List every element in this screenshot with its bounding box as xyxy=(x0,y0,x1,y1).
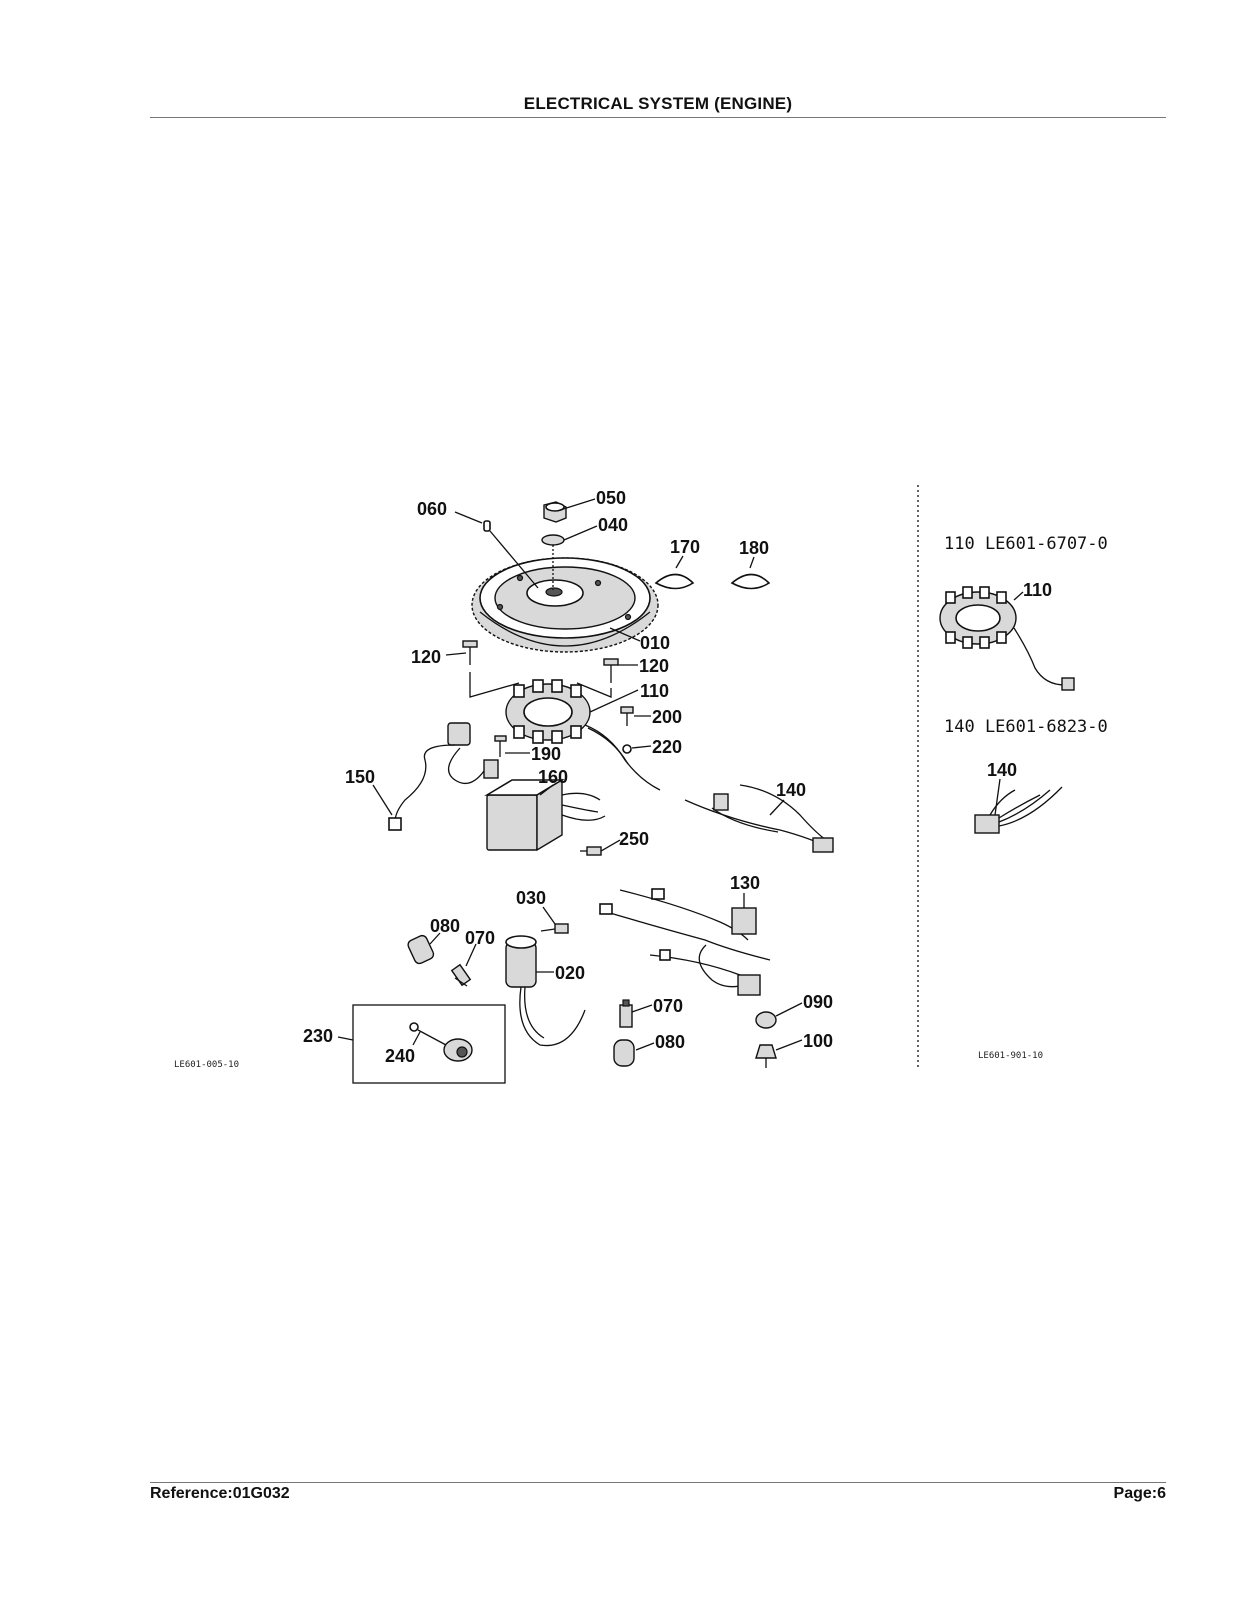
page-number: Page:6 xyxy=(1113,1485,1166,1502)
sensor-drawing xyxy=(755,1011,777,1068)
callout-250: 250 xyxy=(619,829,649,849)
callout-120: 120 xyxy=(639,656,669,676)
stator-drawing xyxy=(939,586,1075,691)
spark-plug-drawing xyxy=(407,934,472,987)
figure-code: LE601-005-10 xyxy=(174,1060,239,1070)
cap-drawing xyxy=(409,1022,473,1062)
inset-title: 110 LE601-6707-0 xyxy=(944,534,1108,554)
callout-040: 040 xyxy=(598,515,628,535)
callout-110: 110 xyxy=(640,681,669,701)
callout-080: 080 xyxy=(430,916,460,936)
harness-drawing xyxy=(599,888,771,996)
callout-140: 140 xyxy=(987,760,1017,780)
leader-lines xyxy=(337,498,1024,1051)
callout-240: 240 xyxy=(385,1046,415,1066)
bolt-drawing xyxy=(462,640,619,683)
screw-drawing xyxy=(580,846,602,856)
stator-drawing xyxy=(505,679,661,791)
callout-020: 020 xyxy=(555,963,585,983)
inset-title: 140 LE601-6823-0 xyxy=(944,717,1108,737)
callout-110: 110 xyxy=(1023,580,1052,600)
header-rule xyxy=(150,117,1166,118)
callout-220: 220 xyxy=(652,737,682,757)
harness-drawing xyxy=(974,786,1063,834)
ignition-coil-drawing xyxy=(505,923,586,1047)
callout-170: 170 xyxy=(670,537,700,557)
screw-drawing xyxy=(494,706,634,757)
harness-drawing xyxy=(684,784,834,853)
figure-code: LE601-901-10 xyxy=(978,1051,1043,1061)
flywheel-drawing xyxy=(471,557,659,653)
callout-200: 200 xyxy=(652,707,682,727)
callout-010: 010 xyxy=(640,633,670,653)
footer-rule xyxy=(150,1482,1166,1483)
callout-160: 160 xyxy=(538,767,568,787)
harness-drawing xyxy=(388,722,499,831)
reference-label: Reference:01G032 xyxy=(150,1485,290,1502)
callout-140: 140 xyxy=(776,780,806,800)
callout-130: 130 xyxy=(730,873,760,893)
clamp-drawing xyxy=(654,573,771,590)
nut-drawing xyxy=(543,501,567,523)
key-drawing xyxy=(483,520,491,532)
kit-box xyxy=(352,1004,506,1084)
callout-120: 120 xyxy=(411,647,441,667)
washer-drawing xyxy=(541,534,565,546)
page-title: ELECTRICAL SYSTEM (ENGINE) xyxy=(523,94,793,113)
callout-090: 090 xyxy=(803,992,833,1012)
callout-030: 030 xyxy=(516,888,546,908)
callout-070: 070 xyxy=(653,996,683,1016)
callout-050: 050 xyxy=(596,488,626,508)
callout-070: 070 xyxy=(465,928,495,948)
callout-190: 190 xyxy=(531,744,561,764)
callout-080: 080 xyxy=(655,1032,685,1052)
spark-plug-drawing xyxy=(613,999,635,1067)
callout-060: 060 xyxy=(417,499,447,519)
module-drawing xyxy=(484,778,606,852)
callout-150: 150 xyxy=(345,767,375,787)
callout-100: 100 xyxy=(803,1031,833,1051)
callout-230: 230 xyxy=(303,1026,333,1046)
callout-180: 180 xyxy=(739,538,769,558)
